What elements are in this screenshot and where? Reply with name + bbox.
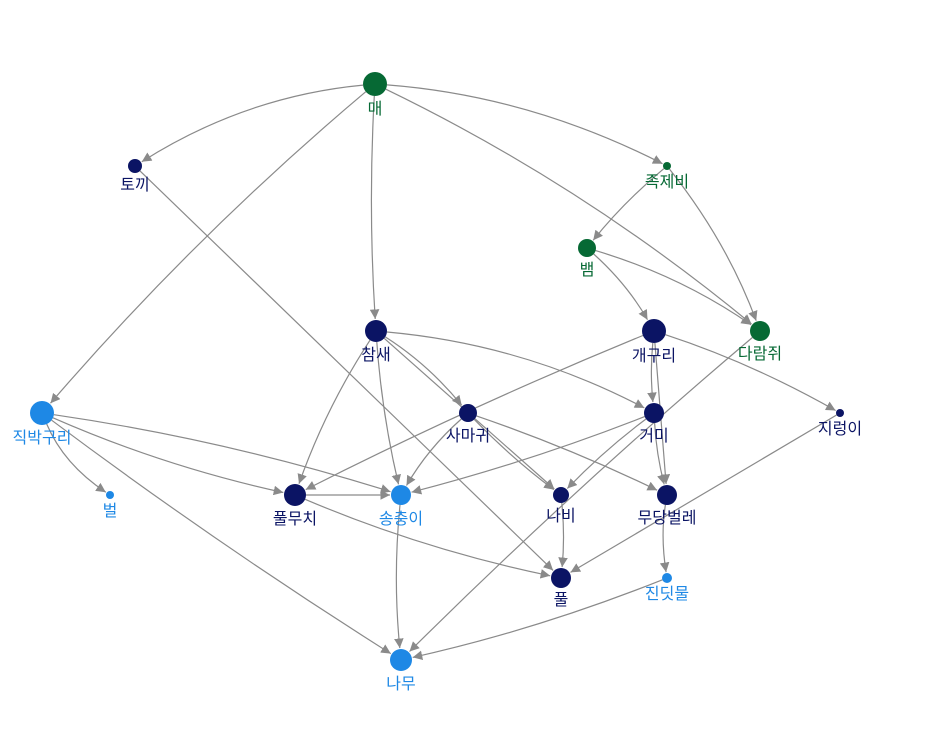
edge-weasel-to-snake: [592, 168, 665, 241]
edge-mole-to-bee: [46, 423, 107, 493]
edge-hawk-to-rabbit: [141, 84, 364, 163]
node-spider[interactable]: 거미: [639, 403, 669, 445]
edge-sparrow-to-caterpillar: [376, 341, 401, 485]
node-label-butterfly: 나비: [546, 506, 575, 525]
node-label-grasshopper: 풀무치: [273, 509, 317, 528]
node-circle-snake[interactable]: [578, 239, 596, 257]
node-earthworm[interactable]: 지렁이: [818, 409, 862, 438]
node-label-frog: 개구리: [632, 346, 676, 365]
node-label-sparrow: 참새: [361, 345, 390, 364]
edge-sparrow-to-spider: [386, 331, 645, 409]
node-label-aphid: 진딧물: [645, 584, 689, 603]
edge-mantis-to-butterfly: [473, 419, 555, 491]
node-label-weasel: 족제비: [645, 172, 689, 191]
edge-mantis-to-caterpillar: [405, 418, 462, 486]
node-circle-frog[interactable]: [642, 319, 666, 343]
node-beetle[interactable]: 무당벌레: [638, 485, 697, 527]
edge-earthworm-to-grass: [570, 414, 837, 573]
edge-spider-to-beetle: [654, 422, 667, 485]
edge-hawk-to-squirrel: [385, 88, 752, 325]
node-hawk[interactable]: 매: [363, 72, 387, 118]
node-circle-butterfly[interactable]: [553, 487, 569, 503]
node-circle-hawk[interactable]: [363, 72, 387, 96]
edge-frog-to-spider: [647, 342, 657, 403]
node-caterpillar[interactable]: 송충이: [379, 485, 423, 528]
edge-caterpillar-to-tree: [394, 504, 404, 649]
node-label-earthworm: 지렁이: [818, 419, 862, 438]
node-grass[interactable]: 풀: [551, 568, 571, 609]
node-circle-grasshopper[interactable]: [284, 484, 306, 506]
node-circle-bee[interactable]: [106, 491, 114, 499]
node-circle-aphid[interactable]: [662, 573, 672, 583]
node-circle-squirrel[interactable]: [750, 321, 770, 341]
node-label-bee: 벌: [103, 501, 118, 520]
node-snake[interactable]: 뱀: [578, 239, 596, 279]
node-weasel[interactable]: 족제비: [645, 162, 689, 191]
edge-hawk-to-mole: [50, 91, 367, 404]
node-label-mole: 직박구리: [13, 428, 72, 447]
node-label-caterpillar: 송충이: [379, 509, 423, 528]
node-circle-mole[interactable]: [30, 401, 54, 425]
node-label-snake: 뱀: [580, 260, 595, 279]
node-rabbit[interactable]: 토끼: [120, 159, 150, 194]
node-label-tree: 나무: [386, 674, 415, 693]
node-mantis[interactable]: 사마귀: [446, 404, 490, 445]
node-tree[interactable]: 나무: [386, 649, 416, 693]
node-squirrel[interactable]: 다람쥐: [738, 321, 782, 363]
edge-hawk-to-sparrow: [369, 95, 380, 320]
node-circle-rabbit[interactable]: [128, 159, 142, 173]
node-circle-grass[interactable]: [551, 568, 571, 588]
edge-sparrow-to-grasshopper: [297, 339, 371, 484]
edge-sparrow-to-mantis: [384, 336, 463, 406]
node-circle-beetle[interactable]: [657, 485, 677, 505]
node-sparrow[interactable]: 참새: [361, 320, 391, 364]
node-label-spider: 거미: [639, 426, 668, 445]
node-label-rabbit: 토끼: [120, 175, 149, 194]
node-label-grass: 풀: [554, 590, 569, 609]
edge-mantis-to-beetle: [476, 415, 658, 491]
edge-spider-to-butterfly: [566, 418, 647, 489]
node-aphid[interactable]: 진딧물: [645, 573, 689, 603]
node-grasshopper[interactable]: 풀무치: [273, 484, 317, 528]
edge-squirrel-to-tree: [409, 337, 753, 652]
node-circle-sparrow[interactable]: [365, 320, 387, 342]
node-label-hawk: 매: [368, 99, 383, 118]
edge-beetle-to-aphid: [659, 504, 670, 573]
edge-mole-to-tree: [51, 419, 392, 655]
node-circle-tree[interactable]: [390, 649, 412, 671]
edge-layer: [46, 84, 837, 660]
node-circle-caterpillar[interactable]: [391, 485, 411, 505]
edge-aphid-to-tree: [412, 579, 663, 660]
node-circle-spider[interactable]: [644, 403, 664, 423]
edge-rabbit-to-grass: [139, 170, 554, 571]
edge-mole-to-caterpillar: [53, 414, 391, 494]
edge-snake-to-frog: [593, 253, 649, 320]
edge-butterfly-to-grass: [558, 502, 568, 568]
edge-spider-to-caterpillar: [411, 416, 645, 495]
node-bee[interactable]: 벌: [103, 491, 118, 520]
edge-frog-to-earthworm: [665, 334, 836, 412]
edge-snake-to-squirrel: [595, 250, 752, 326]
node-circle-earthworm[interactable]: [836, 409, 844, 417]
edge-hawk-to-weasel: [386, 84, 663, 165]
node-label-mantis: 사마귀: [446, 426, 490, 445]
edge-mole-to-grasshopper: [52, 417, 284, 496]
node-mole[interactable]: 직박구리: [13, 401, 72, 447]
node-label-beetle: 무당벌레: [638, 508, 697, 527]
node-circle-mantis[interactable]: [459, 404, 477, 422]
node-frog[interactable]: 개구리: [632, 319, 676, 365]
edge-grasshopper-to-grass: [304, 498, 551, 579]
node-circle-weasel[interactable]: [663, 162, 671, 170]
node-butterfly[interactable]: 나비: [546, 487, 576, 525]
edge-weasel-to-squirrel: [669, 168, 758, 321]
node-label-squirrel: 다람쥐: [738, 344, 782, 363]
